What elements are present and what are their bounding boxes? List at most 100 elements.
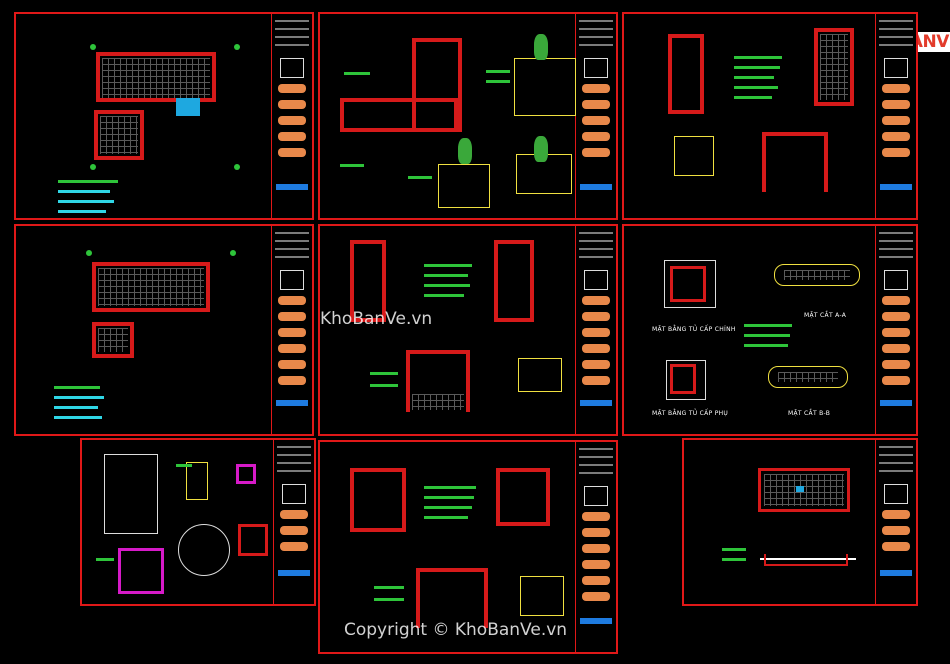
note-line [370,372,398,375]
drawing-sheet-6[interactable]: MẶT CẮT A-A MẶT BẰNG TỦ CẤP CHÍNH MẶT BẰ… [622,224,918,436]
title-block-row [579,256,613,258]
drawing-sheet-8[interactable] [318,440,618,654]
panel-plan-main-wall [670,266,706,302]
tank-marker [796,486,804,492]
floor-plan [92,262,210,312]
plan-view [494,240,534,322]
company-mark-icon [282,484,306,504]
note-line [424,486,476,489]
note-line [370,384,398,387]
title-block-row [275,256,309,258]
panel-plan-sub-wall [670,364,696,394]
title-block-stamp [582,148,610,157]
note-line [424,506,472,509]
title-block-row [879,454,913,456]
grid-marker [234,44,240,50]
note-line [424,496,474,499]
note-line [424,274,468,277]
company-mark-icon [884,484,908,504]
title-block-stamp [582,528,610,537]
title-block-row [879,28,913,30]
grid-marker [90,164,96,170]
title-block-stamp [582,132,610,141]
drawing-sheet-5[interactable] [318,224,618,436]
title-block-stamp [582,344,610,353]
title-block-label [276,184,308,190]
highlight-detail [236,464,256,484]
drawing-sheet-3[interactable] [622,12,918,220]
title-block [271,226,312,434]
title-block [575,442,616,652]
title-block-label [580,618,612,624]
title-block-stamp [882,100,910,109]
note-line [374,586,404,589]
detail-frame [514,58,576,116]
title-block-stamp [882,376,910,385]
note-line [486,70,510,73]
title-block-row [879,240,913,242]
detail-circle [178,524,230,576]
note-line [176,464,192,467]
stair-plan [104,454,158,534]
title-block-row [579,232,613,234]
title-block-row [275,36,309,38]
plan-grid [820,34,848,100]
legend-line [54,416,102,419]
title-block [875,14,916,218]
title-block-stamp [882,344,910,353]
grid-marker [90,44,96,50]
drawing-sheet-2[interactable] [318,12,618,220]
stair-detail [238,524,268,556]
title-block-stamp [882,312,910,321]
note-line [424,516,468,519]
title-block-stamp [582,560,610,569]
title-block-stamp [582,512,610,521]
title-block-stamp [882,148,910,157]
section-aa-frame [774,264,860,286]
title-block-stamp [278,360,306,369]
legend-line [58,190,110,193]
title-block-stamp [582,116,610,125]
drawing-sheet-9[interactable] [682,438,918,606]
title-block-stamp [582,100,610,109]
plan-sub-label: MẶT BẰNG TỦ CẤP PHỤ [652,410,729,417]
title-block-row [879,248,913,250]
panel-plan-sub [666,360,706,400]
title-block-row [277,470,311,472]
plan-view [496,468,550,526]
highlight-detail [118,548,164,594]
title-block-stamp [278,116,306,125]
title-block-label [880,184,912,190]
legend-line [58,210,106,213]
detail-frame [438,164,490,208]
title-block-stamp [582,84,610,93]
title-block-row [579,44,613,46]
title-block-row [275,240,309,242]
title-block-stamp [582,328,610,337]
watermark-center: KhoBanVe.vn [320,309,433,329]
tree-icon [534,136,548,162]
title-block [575,14,616,218]
drawing-sheet-7[interactable] [80,438,316,606]
drawing-sheet-1[interactable] [14,12,314,220]
title-block-row [879,20,913,22]
grid-marker [234,164,240,170]
title-block-row [579,248,613,250]
title-block [875,440,916,604]
title-block-row [879,44,913,46]
grid-marker [86,250,92,256]
note-line [734,86,778,89]
title-block-stamp [582,544,610,553]
floor-grid-lower [98,328,128,352]
title-block-row [879,462,913,464]
tank-grid [764,474,844,506]
title-block-stamp [280,542,308,551]
title-block-label [580,184,612,190]
title-block-label [880,570,912,576]
title-block-stamp [278,312,306,321]
title-block [875,226,916,434]
watermark-bottom: Copyright © KhoBanVe.vn [344,620,568,640]
title-block-row [879,232,913,234]
drawing-sheet-4[interactable] [14,224,314,436]
title-block-row [579,448,613,450]
